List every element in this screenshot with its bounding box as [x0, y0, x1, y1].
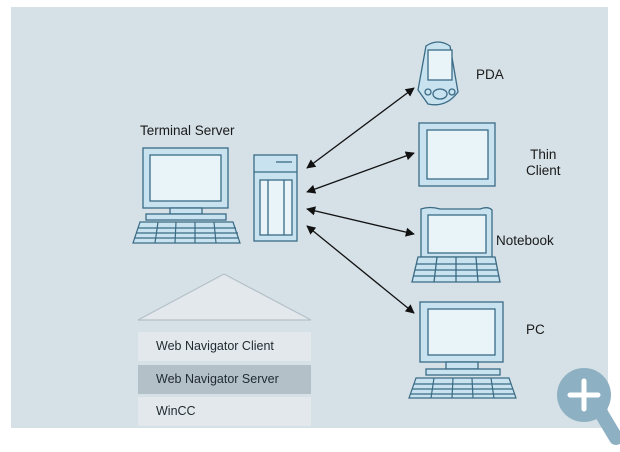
- stack-row-wincc: WinCC: [138, 397, 311, 426]
- server-tower-icon: [253, 154, 298, 242]
- stack-row-label: Web Navigator Client: [156, 339, 274, 353]
- pda-icon: [417, 41, 459, 106]
- label-pc: PC: [526, 322, 545, 337]
- stack-roof: [137, 273, 312, 321]
- label-thin-client: Thin Client: [526, 147, 561, 178]
- pc-keyboard-icon: [408, 377, 517, 399]
- plus-magnifier-icon: [567, 378, 601, 412]
- arrow-to-notebook: [306, 206, 415, 237]
- arrow-to-thin-client: [306, 151, 415, 194]
- stack-row-label: Web Navigator Server: [156, 372, 279, 386]
- stack-row-label: WinCC: [156, 404, 196, 418]
- arrow-to-pda: [306, 87, 415, 169]
- label-pda: PDA: [476, 67, 504, 82]
- arrow-to-pc: [306, 225, 415, 314]
- stack-row-web-navigator-server: Web Navigator Server: [138, 365, 311, 394]
- pc-monitor-icon: [419, 301, 504, 376]
- stack-row-web-navigator-client: Web Navigator Client: [138, 332, 311, 361]
- terminal-keyboard-icon: [132, 221, 241, 244]
- label-notebook: Notebook: [496, 233, 554, 248]
- thin-client-icon: [418, 122, 496, 187]
- zoom-button[interactable]: [557, 368, 620, 445]
- notebook-icon: [411, 206, 501, 283]
- label-terminal-server: Terminal Server: [140, 123, 235, 138]
- terminal-monitor-icon: [142, 147, 229, 221]
